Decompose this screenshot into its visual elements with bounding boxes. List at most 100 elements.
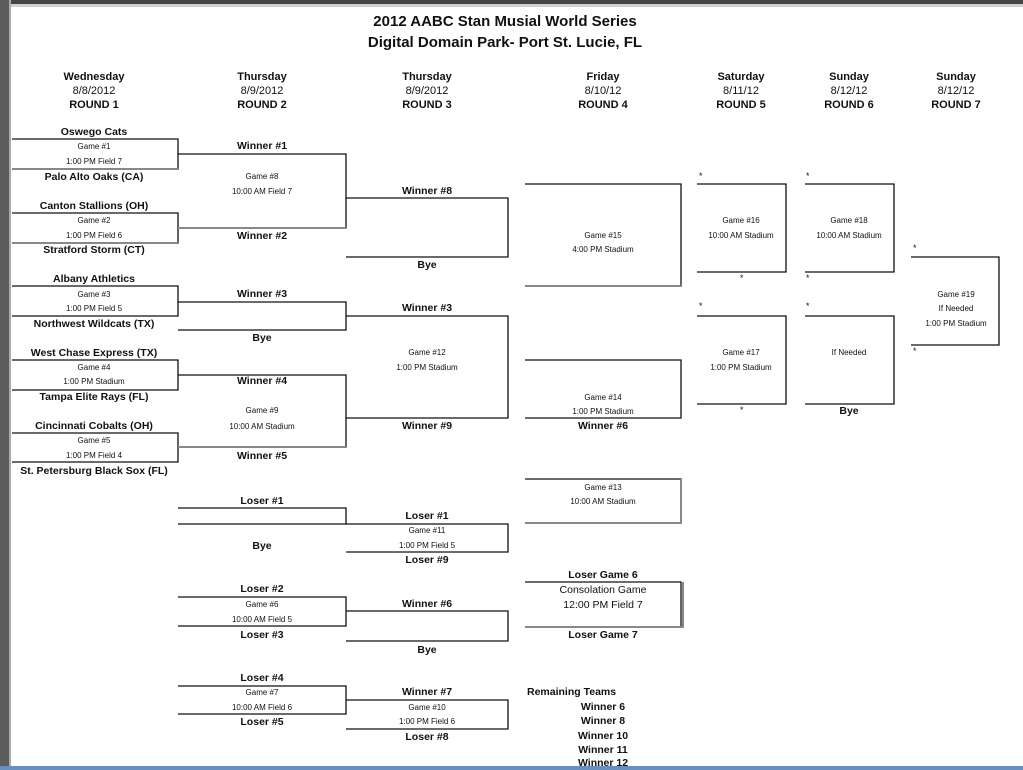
r1-game1-label: Game #1 [77, 142, 111, 151]
col6-date: 8/12/12 [830, 85, 868, 97]
col7-day: Sunday [936, 71, 976, 83]
r2-game8-label: Game #8 [245, 172, 279, 181]
l-game7-info: 10:00 AM Field 6 [231, 703, 293, 712]
l-loser3: Loser #3 [240, 629, 284, 641]
l-loser2: Loser #2 [240, 583, 284, 595]
r4-game14-bracket [525, 359, 682, 419]
r4-game14-info: 1:00 PM Stadium [572, 407, 634, 416]
r2-winner5: Winner #5 [236, 450, 288, 462]
col1-round: ROUND 1 [69, 99, 119, 111]
remaining-item: Winner 12 [577, 757, 629, 769]
r1-game3-label: Game #3 [77, 290, 111, 299]
r2-game9-label: Game #9 [245, 406, 279, 415]
l-game11-bracket [346, 523, 509, 553]
l-game6-info: 10:00 AM Field 5 [231, 615, 293, 624]
col2-date: 8/9/2012 [240, 85, 284, 97]
l-bye-b: Bye [417, 644, 437, 656]
col4-day: Friday [586, 71, 620, 83]
l-loser1: Loser #1 [240, 495, 284, 507]
col7-date: 8/12/12 [937, 85, 975, 97]
team-west-chase-express: West Chase Express (TX) [30, 347, 158, 359]
r4-game13-info: 10:00 AM Stadium [570, 497, 636, 506]
l-winner7: Winner #7 [401, 686, 453, 698]
l-bye-bracket [346, 610, 509, 642]
col3-date: 8/9/2012 [405, 85, 449, 97]
remaining-title: Remaining Teams [527, 686, 617, 698]
r4-game13-label: Game #13 [584, 483, 622, 492]
r2-bye-bracket [178, 301, 347, 331]
r5-game16-label: Game #16 [722, 216, 760, 225]
col7-round: ROUND 7 [931, 99, 981, 111]
r6-bye: Bye [839, 405, 859, 417]
col5-day: Saturday [717, 71, 765, 83]
r6-ifneeded: If Needed [831, 348, 867, 357]
r6-game18-label: Game #18 [830, 216, 868, 225]
team-northwest-wildcats: Northwest Wildcats (TX) [33, 318, 155, 330]
r6-star-3: * [806, 301, 810, 311]
r1-game1-info: 1:00 PM Field 7 [65, 157, 123, 166]
r7-star-1: * [913, 243, 917, 253]
l-game7-label: Game #7 [245, 688, 279, 697]
r7-game19-bracket [911, 256, 1000, 346]
page-subtitle: Digital Domain Park- Port St. Lucie, FL [367, 34, 643, 51]
l-game11-info: 1:00 PM Field 5 [398, 541, 456, 550]
r7-game19-label: Game #19 [937, 290, 975, 299]
r7-star-2: * [913, 346, 917, 356]
l-loser8: Loser #8 [405, 731, 449, 743]
r5-game16-info: 10:00 AM Stadium [708, 231, 774, 240]
r2-winner1: Winner #1 [236, 140, 288, 152]
team-tampa-elite-rays: Tampa Elite Rays (FL) [39, 391, 149, 403]
r5-star-2: * [740, 273, 744, 283]
r1-game4-label: Game #4 [77, 363, 111, 372]
window-left-edge [0, 0, 9, 770]
window-bottom-edge [0, 766, 1023, 770]
r1-game5-info: 1:00 PM Field 4 [65, 451, 123, 460]
remaining-item: Winner 8 [580, 715, 626, 727]
r2-bye: Bye [252, 332, 272, 344]
remaining-item: Winner 10 [577, 730, 629, 742]
l-game6-label: Game #6 [245, 600, 279, 609]
r5-star-1: * [699, 171, 703, 181]
team-oswego-cats: Oswego Cats [60, 126, 128, 138]
l-game11-label: Game #11 [408, 526, 446, 535]
r2-winner2: Winner #2 [236, 230, 288, 242]
r6-star-2: * [806, 273, 810, 283]
r5-game17-info: 1:00 PM Stadium [710, 363, 772, 372]
col2-round: ROUND 2 [237, 99, 287, 111]
l-loser9: Loser #9 [405, 554, 449, 566]
col4-round: ROUND 4 [578, 99, 628, 111]
r3-bye: Bye [417, 259, 437, 271]
r5-star-4: * [740, 405, 744, 415]
r1-game2-info: 1:00 PM Field 6 [65, 231, 123, 240]
col1-date: 8/8/2012 [72, 85, 116, 97]
col2-day: Thursday [237, 71, 287, 83]
window-top-edge-light [0, 4, 1023, 7]
r7-game19-info: 1:00 PM Stadium [925, 319, 987, 328]
r6-game18-bracket [805, 183, 895, 273]
consolation-name: Consolation Game [559, 584, 647, 596]
col6-day: Sunday [829, 71, 869, 83]
r1-game2-label: Game #2 [77, 216, 111, 225]
team-albany-athletics: Albany Athletics [53, 273, 135, 285]
r4-game15-label: Game #15 [584, 231, 622, 240]
r3-game12-info: 1:00 PM Stadium [396, 363, 458, 372]
r1-game4-info: 1:00 PM Stadium [63, 377, 125, 386]
r6-star-1: * [806, 171, 810, 181]
r5-star-3: * [699, 301, 703, 311]
l-loser4: Loser #4 [240, 672, 284, 684]
team-st-petersburg-black-sox: St. Petersburg Black Sox (FL) [20, 465, 168, 477]
r5-game16-bracket [697, 183, 787, 273]
r2-winner3: Winner #3 [236, 288, 288, 300]
remaining-item: Winner 6 [580, 701, 626, 713]
r4-game15-info: 4:00 PM Stadium [572, 245, 634, 254]
l-game10-label: Game #10 [408, 703, 446, 712]
r5-game17-bracket [697, 315, 787, 405]
team-cincinnati-cobalts: Cincinnati Cobalts (OH) [35, 420, 153, 432]
col6-round: ROUND 6 [824, 99, 874, 111]
r3-bye-bracket [346, 197, 509, 258]
l-loser1-b: Loser #1 [405, 510, 449, 522]
l-game10-bracket [346, 699, 509, 730]
col4-date: 8/10/12 [584, 85, 622, 97]
col1-day: Wednesday [63, 71, 125, 83]
